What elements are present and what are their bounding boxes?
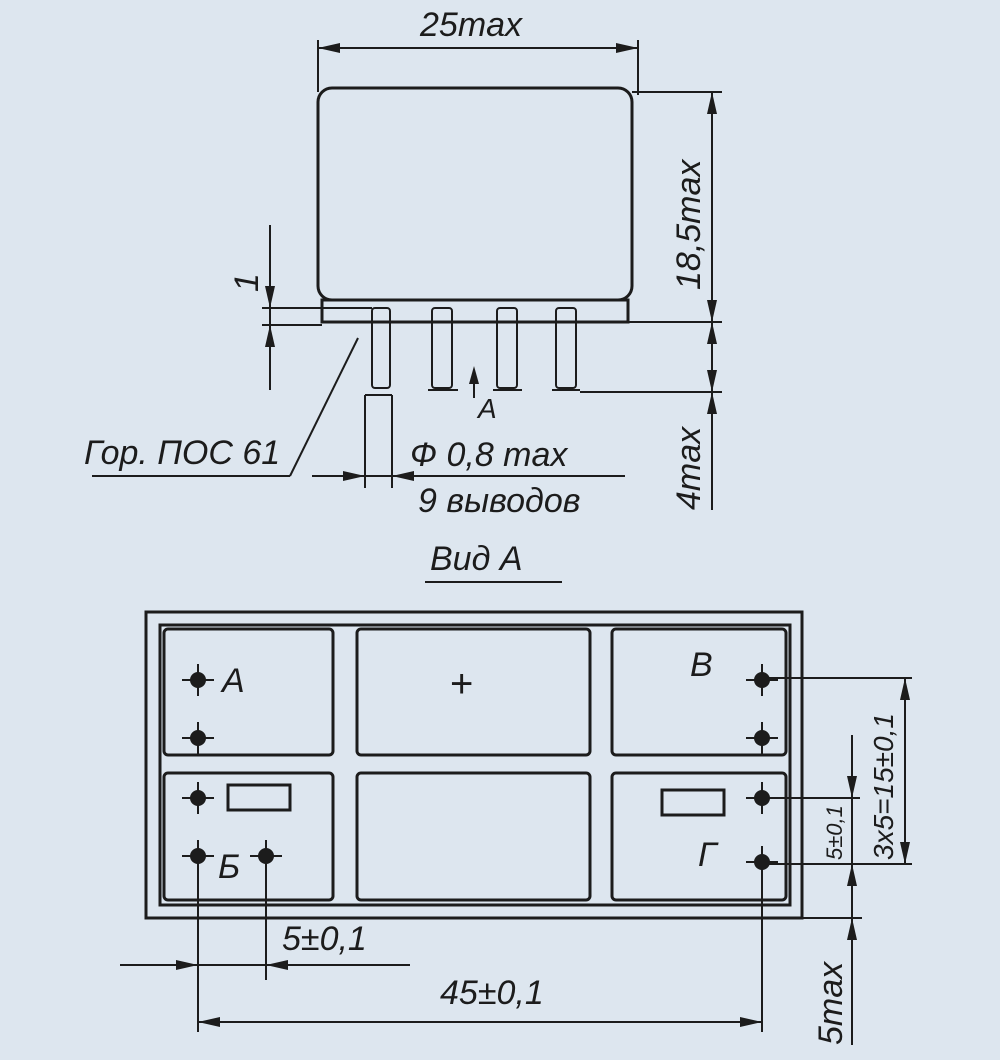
label-g: Г	[698, 836, 719, 874]
span-dim-text: 45±0,1	[440, 974, 544, 1012]
gap-dim-text: 1	[228, 273, 266, 292]
width-dimension: 25max	[317, 6, 639, 95]
solder-leader: Гор. ПОС 61	[84, 337, 359, 477]
pin-terminals	[182, 664, 778, 878]
label-a: A	[220, 662, 245, 700]
width-dim-text: 25max	[419, 6, 523, 44]
height-dim-text: 18,5max	[670, 159, 708, 290]
pin-count-text: 9 выводов	[418, 482, 580, 520]
relay-side-view	[316, 86, 634, 391]
pin-diameter-dimension: Ф 0,8 max 9 выводов	[312, 394, 625, 520]
view-arrow: A	[469, 366, 497, 424]
view-title: Вид А	[430, 540, 523, 578]
pitch-horizontal-text: 5±0,1	[282, 920, 367, 958]
pin-length-bottom-text: 5max	[812, 961, 850, 1045]
pin-diameter-text: Ф 0,8 max	[410, 436, 568, 474]
label-v: В	[690, 646, 713, 684]
pitch-vertical-text: 5±0,1	[822, 805, 847, 860]
center-mark: +	[450, 662, 473, 706]
solder-note-text: Гор. ПОС 61	[84, 434, 280, 472]
pins	[371, 307, 580, 391]
gap-dimension: 1	[228, 225, 372, 390]
pin-length-dim-text: 4max	[670, 426, 708, 510]
view-arrow-label: A	[476, 393, 497, 424]
span-dimension: 45±0,1	[198, 872, 763, 1032]
pitch-total-text: 3x5=15±0,1	[868, 713, 899, 860]
height-dimension: 18,5max 4max	[580, 91, 722, 510]
pitch-horizontal-dimension: 5±0,1	[120, 870, 410, 1032]
relay-bottom-view: A В Б Г +	[144, 610, 804, 920]
pitch-total-dimension: 3x5=15±0,1 5±0,1 5max	[762, 677, 912, 1045]
label-b: Б	[218, 848, 240, 886]
